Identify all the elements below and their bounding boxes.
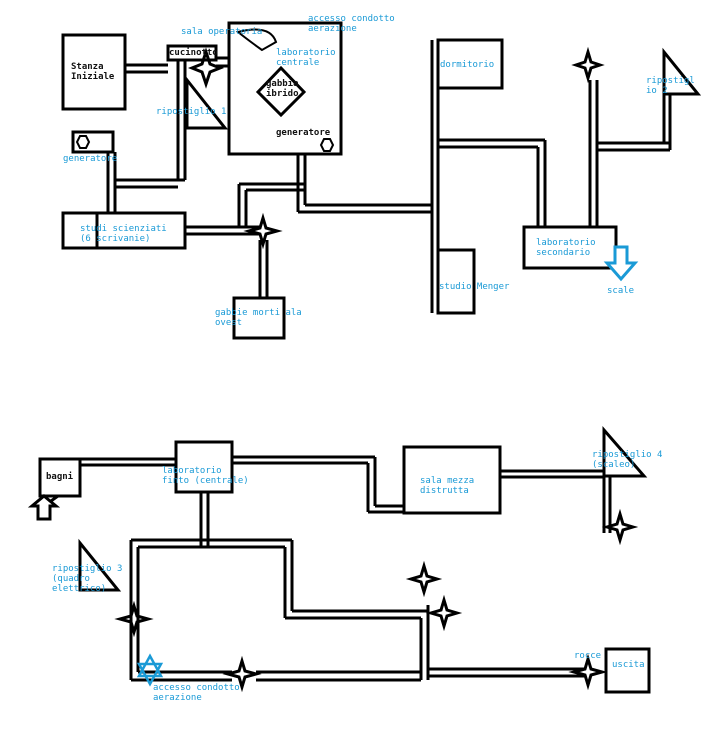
label-studio-menger: studio Menger — [439, 282, 510, 292]
corridor-lab-down-bottom — [199, 492, 210, 547]
label-rocce: rocce — [574, 651, 602, 661]
label-bagni: bagni — [46, 472, 74, 482]
corridor-main-vertical — [430, 40, 440, 313]
corridor-cucinotto-lab — [216, 56, 229, 68]
label-sala-mezza-distrutta: sala mezza distrutta — [420, 476, 475, 496]
star-marker-rocce — [568, 653, 608, 691]
corridor-bagni-lab — [80, 457, 176, 467]
label-generatore: generatore — [63, 154, 118, 164]
room-generatore — [71, 130, 115, 154]
star-marker-top-right — [571, 46, 605, 84]
label-laboratorio-secondario: laboratorio secondario — [536, 238, 596, 258]
corridor-central-loop — [129, 538, 430, 680]
label-sala-operatoria: sala operatoria — [181, 27, 263, 37]
label-gabbie-morti: gabbie morti ala ovest — [215, 308, 302, 328]
label-cucinotto: cucinotto — [169, 48, 218, 58]
label-uscita: uscita — [612, 660, 645, 670]
label-stanza-iniziale: Stanza Iniziale — [71, 62, 115, 82]
room-ripostiglio-2 — [662, 47, 701, 96]
arrow-up-bagni — [27, 494, 61, 521]
sala-operatoria-swirl — [235, 28, 278, 52]
star-marker-bottom — [222, 655, 262, 693]
hexagon-icon-generatore — [75, 135, 91, 149]
label-laboratorio-finto: laboratorio finto (centrale) — [162, 466, 249, 486]
corridor-ripostiglio-2 — [588, 80, 672, 227]
gabbia-ibrido-cell — [255, 65, 307, 118]
hexagon-icon-lab — [319, 138, 335, 152]
star-marker-cucinotto — [187, 47, 225, 89]
room-laboratorio-finto — [174, 440, 234, 494]
label-ripostiglio-4: ripostiglio 4 (scaleo) — [592, 450, 663, 470]
star-marker-studi — [243, 212, 283, 250]
star-marker-left — [114, 600, 154, 638]
arrow-down-scale-icon — [603, 245, 639, 282]
corridor-generatore-left — [106, 152, 185, 213]
label-dormitorio: dormitorio — [440, 60, 495, 70]
corridor-lab-secondario — [438, 138, 547, 227]
room-laboratorio-centrale — [227, 21, 343, 156]
star-marker-ripostiglio-4 — [601, 508, 639, 546]
corridor-ripostiglio-down — [176, 60, 187, 180]
label-ripostiglio-3: ripostiglio 3 (quadro elettrico) — [52, 564, 123, 594]
room-ripostiglio-1 — [185, 75, 229, 130]
label-laboratorio-centrale: laboratorio centrale — [276, 48, 336, 68]
label-studi-scienziati: studi scienziati (6 scrivanie) — [80, 224, 167, 244]
corridor-lab-down — [296, 154, 432, 214]
label-gabbia-ibrido: gabbia ibrido — [266, 79, 299, 99]
corridor-bottom-row — [131, 667, 586, 682]
room-sala-mezza-distrutta — [402, 445, 502, 515]
label-accesso-condotto-bottom: accesso condotto aerazione — [153, 683, 240, 703]
label-ripostiglio-2: ripostigl io 2 — [646, 76, 695, 96]
corridor-stanza-cucinotto — [125, 63, 168, 74]
room-uscita — [604, 647, 651, 694]
label-scale: scale — [607, 286, 635, 296]
label-ripostiglio-1: ripostiglio 1 — [156, 107, 227, 117]
room-ripostiglio-3 — [78, 538, 122, 592]
corridor-gabbie-down — [258, 240, 269, 298]
corridor-sala-ripostiglio-4 — [500, 430, 612, 533]
label-generatore-lab: generatore — [276, 128, 331, 138]
corridor-studi-up — [237, 182, 305, 227]
room-studi-scienziati — [61, 211, 187, 250]
label-accesso-condotto-top: accesso condotto aerazione — [308, 14, 395, 34]
star-marker-mid-2 — [425, 594, 463, 632]
star-marker-mid-1 — [405, 560, 443, 598]
hexagram-icon-accesso — [136, 653, 164, 687]
corridor-lab-east — [232, 455, 404, 514]
room-cucinotto — [166, 44, 218, 62]
